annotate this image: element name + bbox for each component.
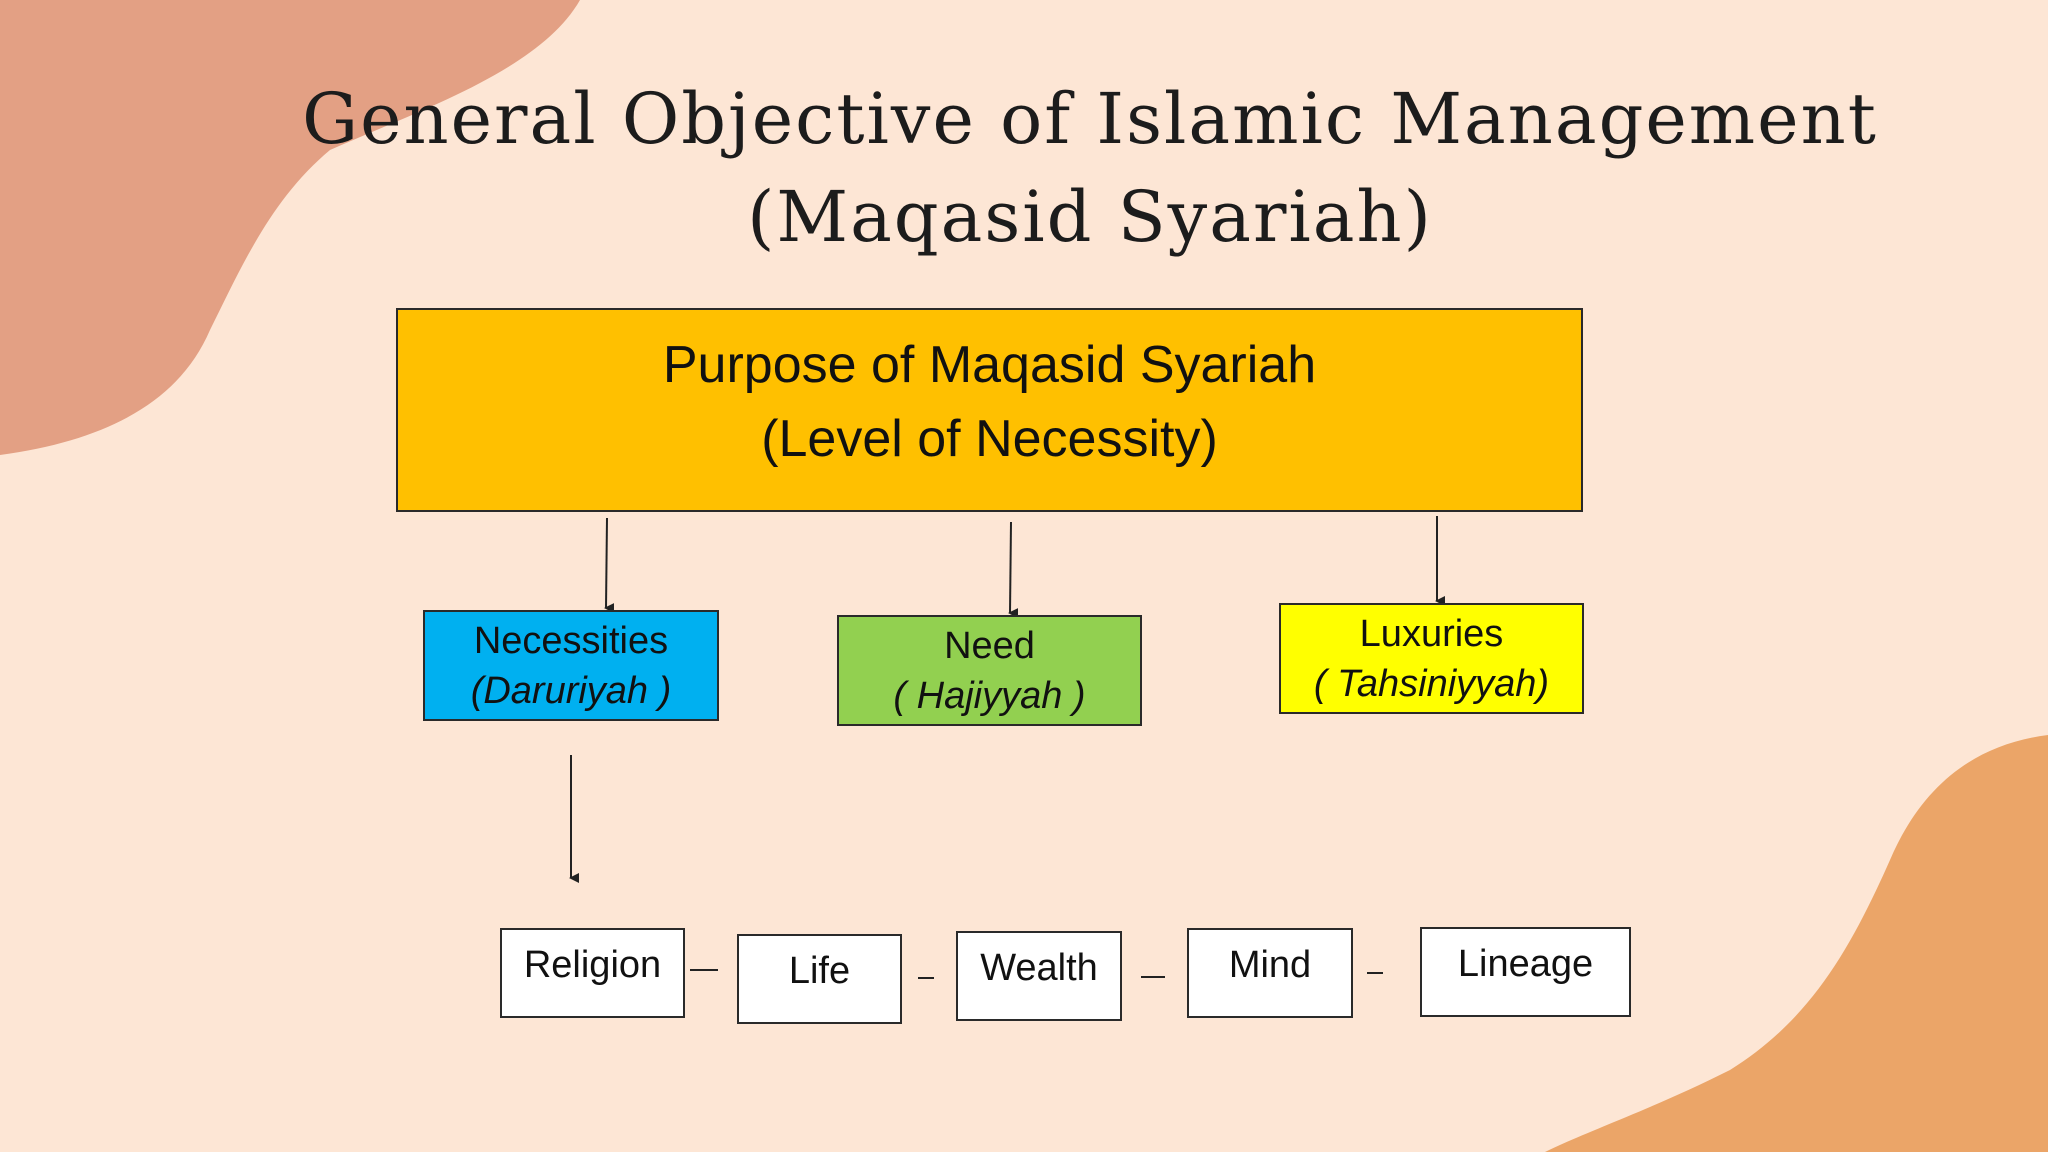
title-line-2: (Maqasid Syariah) xyxy=(747,176,1433,258)
level-necessities: Necessities (Daruriyah ) xyxy=(423,610,719,721)
purpose-box: Purpose of Maqasid Syariah (Level of Nec… xyxy=(396,308,1583,512)
slide-title: General Objective of Islamic Management … xyxy=(240,70,1940,266)
arrow-to-necessities xyxy=(604,517,615,614)
element-life: Life xyxy=(737,934,902,1024)
bottom-right-blob xyxy=(1545,735,2048,1152)
element-wealth: Wealth xyxy=(956,931,1122,1021)
element-connector xyxy=(918,977,934,979)
level-luxuries-arabic: ( Tahsiniyyah) xyxy=(1313,662,1550,705)
level-luxuries: Luxuries ( Tahsiniyyah) xyxy=(1279,603,1584,714)
top-left-blob xyxy=(0,0,580,455)
title-line-1: General Objective of Islamic Management xyxy=(302,78,1878,160)
purpose-line-1: Purpose of Maqasid Syariah xyxy=(662,336,1317,394)
element-connector xyxy=(690,969,718,971)
level-need-arabic: ( Hajiyyah ) xyxy=(893,674,1086,717)
level-need: Need ( Hajiyyah ) xyxy=(837,615,1142,726)
element-lineage: Lineage xyxy=(1420,927,1631,1017)
level-necessities-arabic: (Daruriyah ) xyxy=(470,669,672,712)
level-need-name: Need xyxy=(944,624,1035,667)
element-religion: Religion xyxy=(500,928,685,1018)
element-connector xyxy=(1367,972,1383,974)
level-necessities-name: Necessities xyxy=(473,619,669,662)
level-luxuries-name: Luxuries xyxy=(1359,612,1504,655)
arrow-to-need xyxy=(1008,521,1019,619)
element-mind: Mind xyxy=(1187,928,1353,1018)
purpose-line-2: (Level of Necessity) xyxy=(761,410,1218,468)
element-connector xyxy=(1141,976,1165,978)
